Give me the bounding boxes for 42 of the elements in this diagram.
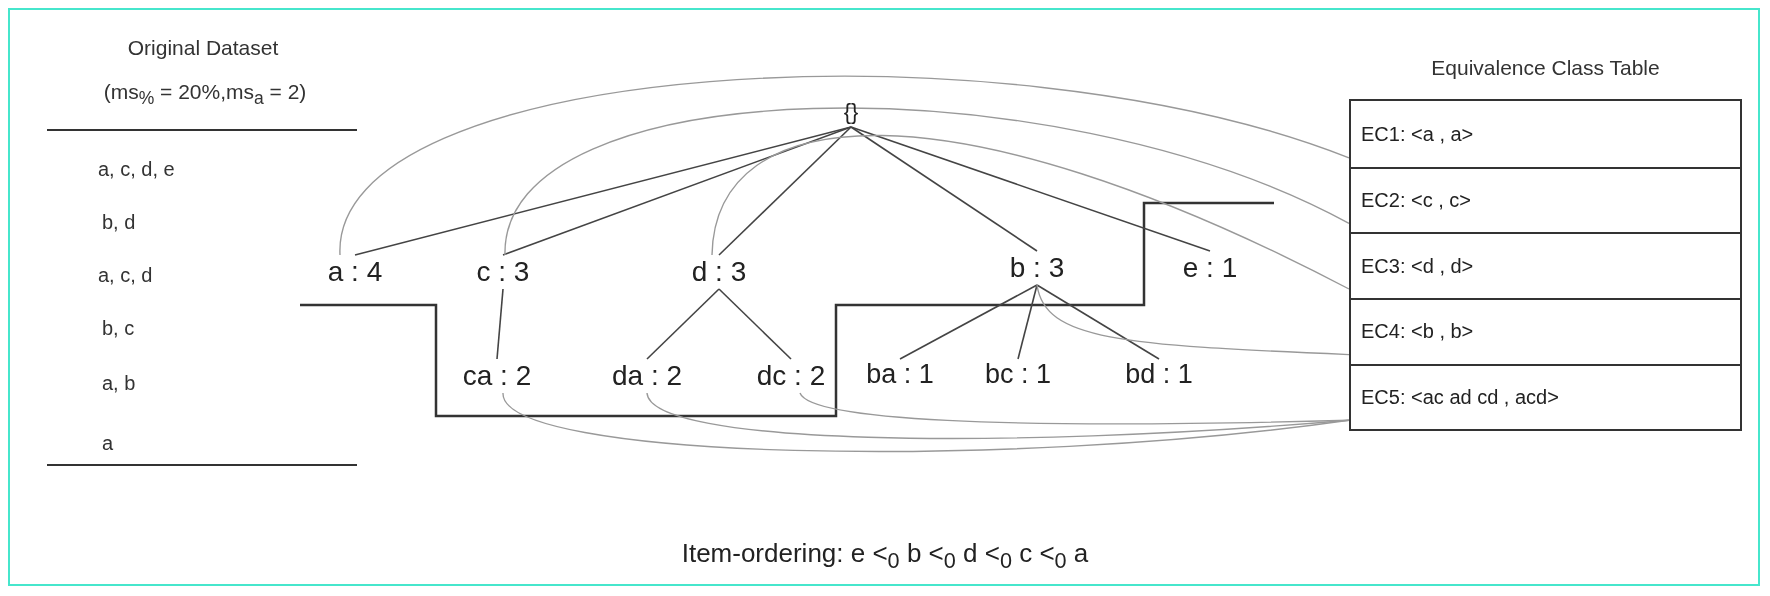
tree-line (718, 126, 852, 256)
transaction-row: b, c (102, 317, 135, 340)
tree-node-label: d : 3 (683, 255, 755, 289)
tree-node-label: b : 3 (1001, 251, 1073, 285)
tree-node-label: {} (838, 97, 864, 127)
dataset-heading: Original Dataset (127, 36, 279, 60)
tree-node-label: dc : 2 (748, 359, 834, 393)
curved-link (504, 107, 1350, 256)
dataset-heading: (ms$_{%}$ = 20%,ms$_{a}$ = 2) (103, 80, 307, 110)
tree-node-label: bc : 1 (980, 359, 1056, 389)
tree-node-label: da : 2 (604, 359, 690, 393)
tree-node-label: bd : 1 (1121, 359, 1197, 389)
tree-node-label: ba : 1 (862, 359, 938, 389)
curved-link (1036, 284, 1350, 356)
tree-node-label: c : 3 (467, 255, 539, 289)
curved-link (339, 75, 1350, 256)
table-row: EC4: <b , b> (1351, 298, 1740, 364)
table-row: EC3: <d , d> (1351, 232, 1740, 299)
table-row: EC5: <ac ad cd , acd> (1351, 363, 1740, 430)
tree-line (850, 126, 1038, 252)
transaction-row: a, c, d (98, 264, 153, 287)
curved-link (711, 134, 1350, 290)
transaction-row: a (102, 432, 114, 455)
tree-node-label: ca : 2 (454, 359, 540, 393)
tree-node-label: e : 1 (1174, 251, 1246, 285)
table-title: Equivalence Class Table (1430, 55, 1661, 81)
transaction-row: a, b (102, 372, 136, 395)
tree-line (1017, 284, 1038, 360)
table-row: EC2: <c , c> (1351, 166, 1740, 233)
tree-line (502, 126, 852, 256)
transaction-row: b, d (102, 211, 136, 234)
tree-line (718, 288, 792, 360)
curved-link (799, 392, 1350, 425)
tree-line (1036, 284, 1160, 360)
item-ordering-caption: Item-ordering: e <$_{0}$ b <$_{0}$ d <$_{0}$ c <$_{0}$ a (681, 538, 1089, 575)
tree-line (899, 284, 1038, 360)
tree-line (850, 126, 1211, 252)
tree-node-label: a : 4 (319, 255, 391, 289)
transaction-row: a, c, d, e (98, 158, 175, 181)
table-row: EC1: <a , a> (1351, 101, 1740, 167)
tree-line (496, 288, 504, 360)
tree-line (646, 288, 720, 360)
